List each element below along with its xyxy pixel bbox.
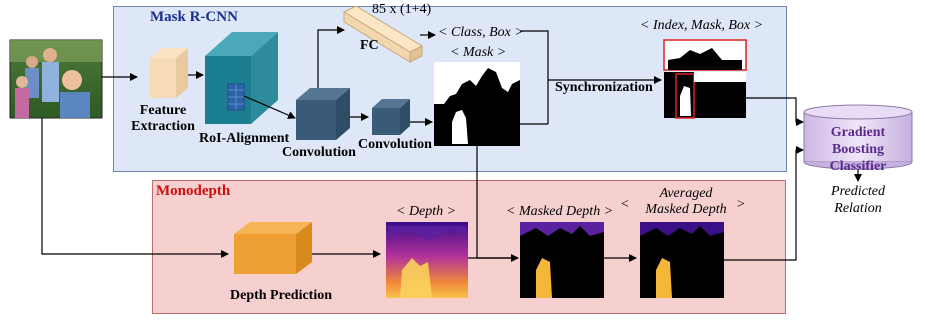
convolution-2-cube (372, 99, 410, 135)
class-box-label: < Class, Box > (438, 25, 524, 40)
fc-layer (342, 5, 424, 63)
predicted-relation-label: Predicted Relation (831, 184, 885, 216)
mask-image (434, 62, 520, 146)
masked-depth-image (520, 222, 604, 298)
roi-alignment-label: RoI-Alignment (199, 131, 290, 146)
averaged-left-bracket: < (620, 197, 630, 212)
index-mask-box-label: < Index, Mask, Box > (640, 18, 764, 33)
input-photo (9, 39, 103, 119)
averaged-masked-depth-label: Averaged Masked Depth (645, 186, 727, 217)
convolution-1-cube (296, 88, 350, 140)
synchronized-output (663, 39, 747, 119)
depth-label: < Depth > (396, 204, 457, 219)
mask-rcnn-title: Mask R-CNN (150, 9, 238, 25)
mask-label: < Mask > (450, 45, 507, 60)
averaged-masked-depth-image (640, 222, 724, 298)
convolution-1-label: Convolution (282, 145, 356, 160)
convolution-2-label: Convolution (358, 137, 432, 152)
synchronization-label: Synchronization (555, 80, 653, 95)
fc-dims-label: 85 x (1+4) (372, 2, 432, 17)
feature-extraction-label: Feature Extraction (131, 103, 195, 134)
classifier-label: Gradient Boosting Classifier (829, 125, 887, 174)
averaged-right-bracket: > (736, 197, 746, 212)
classifier-cylinder (803, 104, 913, 170)
depth-prediction-cube (234, 222, 312, 274)
depth-prediction-label: Depth Prediction (230, 288, 333, 303)
roi-alignment-slab (205, 32, 278, 124)
depth-map-image (386, 222, 468, 298)
fc-label: FC (360, 38, 379, 53)
monodepth-title: Monodepth (156, 183, 231, 199)
masked-depth-label: < Masked Depth > (506, 204, 614, 219)
feature-extraction-cube (150, 48, 188, 98)
